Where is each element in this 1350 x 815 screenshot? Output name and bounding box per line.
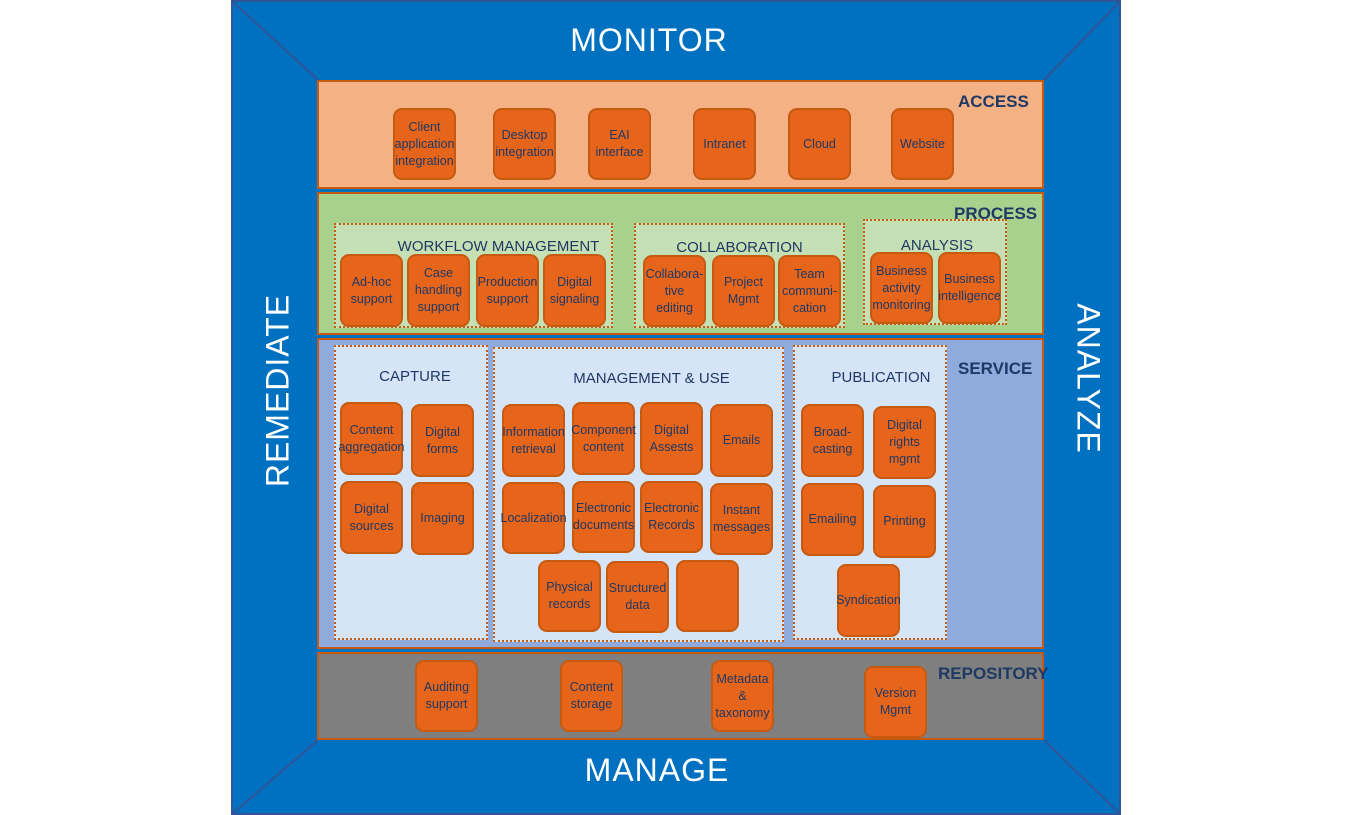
management-item-physical-records: Physical records — [538, 560, 601, 632]
workflow-item-digital-signaling: Digital signaling — [543, 254, 606, 327]
management-item-localization: Localization — [501, 482, 567, 554]
frame-label-monitor: MONITOR — [570, 22, 728, 58]
management-item-structured-data: Structured data — [606, 561, 669, 633]
repository-item-version-mgmt: Version Mgmt — [864, 666, 927, 738]
management-item-empty — [676, 560, 739, 632]
management-item-electronic-records: Electronic Records — [640, 481, 703, 553]
workflow-management-title: WORKFLOW MANAGEMENT — [397, 238, 600, 255]
capture-item-digital-sources: Digital sources — [340, 481, 403, 554]
management-item-electronic-documents: Electronic documents — [572, 481, 635, 553]
service-layer-title: SERVICE — [958, 359, 1033, 378]
analysis-title: ANALYSIS — [900, 237, 974, 254]
access-item-website: Website — [891, 108, 954, 180]
access-item-desktop-integration: Desktop integration — [493, 108, 556, 180]
frame-label-remediate: REMEDIATE — [259, 293, 296, 488]
analysis-item-business-activity-monitoring: Business activity monitoring — [870, 252, 933, 324]
management-item-information-retrieval: Information retrieval — [502, 404, 565, 477]
frame-label-analyze: ANALYZE — [1070, 303, 1107, 454]
capture-item-digital-forms: Digital forms — [411, 404, 474, 477]
collaboration-item-project-mgmt: Project Mgmt — [712, 255, 775, 327]
management-item-component-content: Component content — [571, 402, 636, 475]
collaboration-title: COLLABORATION — [676, 239, 803, 256]
capture-title: CAPTURE — [379, 368, 451, 385]
publication-item-broadcasting: Broad- casting — [801, 404, 864, 477]
collaboration-item-collaborative-editing: Collabora- tive editing — [643, 255, 706, 327]
management-item-digital-assests: Digital Assests — [640, 402, 703, 475]
publication-item-printing: Printing — [873, 485, 936, 558]
management-item-emails: Emails — [710, 404, 773, 477]
workflow-item-production-support: Production support — [476, 254, 539, 327]
management-item-instant-messages: Instant messages — [710, 483, 773, 555]
repository-item-content-storage: Content storage — [560, 660, 623, 732]
access-item-intranet: Intranet — [693, 108, 756, 180]
collaboration-item-team-communication: Team communi- cation — [778, 255, 841, 327]
access-layer-title: ACCESS — [958, 92, 1029, 111]
analysis-item-business-intelligence: Business intelligence — [938, 252, 1001, 324]
publication-item-syndication: Syndication — [836, 564, 901, 637]
publication-title: PUBLICATION — [831, 369, 931, 386]
publication-item-digital-rights-mgmt: Digital rights mgmt — [873, 406, 936, 479]
access-item-eai-interface: EAI interface — [588, 108, 651, 180]
workflow-item-ad-hoc-support: Ad-hoc support — [340, 254, 403, 327]
repository-item-metadata-taxonomy: Metadata & taxonomy — [711, 660, 774, 732]
access-item-cloud: Cloud — [788, 108, 851, 180]
frame-label-manage: MANAGE — [584, 752, 730, 788]
capture-item-imaging: Imaging — [411, 482, 474, 555]
process-layer-title: PROCESS — [954, 204, 1038, 223]
repository-layer-title: REPOSITORY — [938, 664, 1049, 683]
repository-item-auditing-support: Auditing support — [415, 660, 478, 732]
access-item-client-application-integration: Client application integration — [393, 108, 456, 180]
management-use-title: MANAGEMENT & USE — [573, 370, 730, 387]
capture-item-content-aggregation: Content aggregation — [338, 402, 405, 475]
workflow-item-case-handling-support: Case handling support — [407, 254, 470, 327]
publication-item-emailing: Emailing — [801, 483, 864, 556]
